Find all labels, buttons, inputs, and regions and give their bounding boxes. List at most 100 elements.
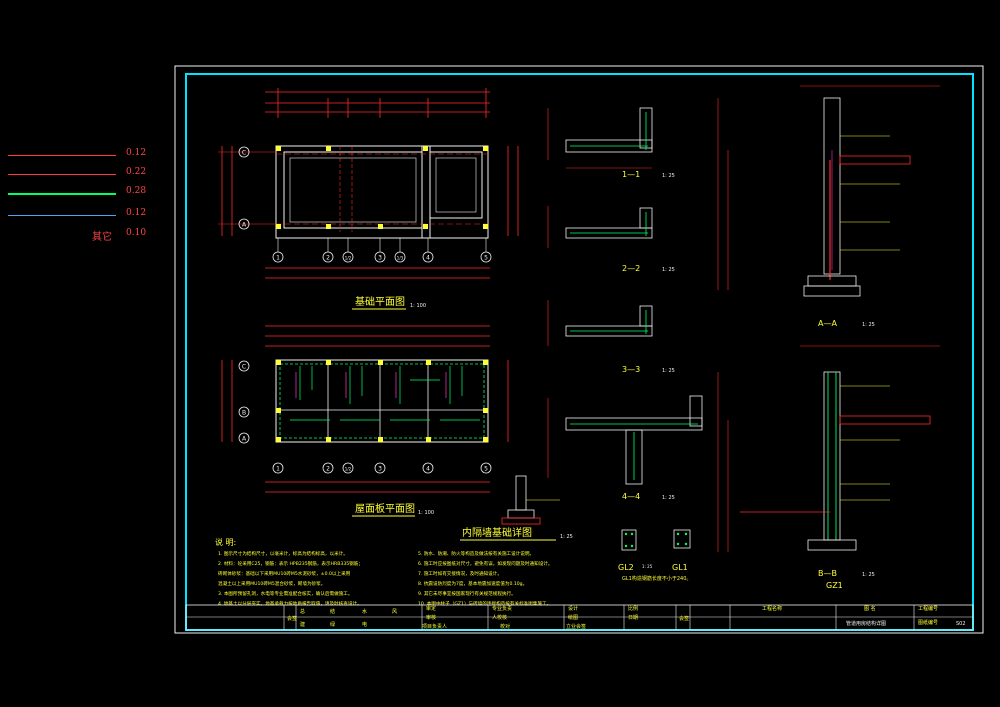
legend-value: 0.12 bbox=[126, 148, 147, 158]
column-label: GZ1 bbox=[826, 581, 843, 590]
legend-row: 0.12 bbox=[8, 208, 163, 222]
legend-row: 0.28 bbox=[8, 186, 163, 200]
legend-line bbox=[8, 155, 116, 156]
note-line: 8. 抗震设防烈度为7度，基本地震加速度值为0.10g。 bbox=[418, 580, 527, 587]
axis-label: 1/2 bbox=[345, 256, 352, 261]
notes-block: 说 明: 1. 图示尺寸为结构尺寸，以毫米计，标高为结构标高，以米计。 2. 材… bbox=[215, 537, 552, 607]
inner-wall-foundation-detail: 内隔墙基础详图 1: 25 bbox=[460, 475, 573, 541]
note-line: 2. 材料：砼采用C25，钢筋：表示 HPB235钢筋，表示HRB335钢筋； bbox=[218, 560, 363, 567]
axis-label: 2 bbox=[326, 466, 330, 473]
legend-line bbox=[8, 174, 116, 175]
tb-role: 人校核 bbox=[492, 614, 507, 621]
section-4: 4—4 1: 25 bbox=[547, 395, 703, 501]
axis-label: A bbox=[242, 436, 247, 443]
section-b-b: B—B 1: 25 GZ1 bbox=[717, 345, 940, 590]
legend-row: 0.22 bbox=[8, 167, 163, 181]
tb-drawing-name: 管道用房结构详图 bbox=[846, 620, 886, 627]
note-line: 3. 本图所预留孔洞，水电等专业需准配合核实，确认后需做施工。 bbox=[218, 590, 352, 597]
tb-role: 项目负责人 bbox=[422, 623, 447, 630]
section-label: A—A bbox=[818, 319, 837, 328]
tb-discipline: 水 bbox=[362, 608, 367, 615]
axis-label: 1/2 bbox=[345, 467, 352, 472]
axis-label: 5 bbox=[484, 466, 488, 473]
note-line: 4. 地基土以分层夯实，地基承载力按地质报告取值，请及时核查设计。 bbox=[218, 600, 362, 607]
section-a-a: A—A 1: 25 bbox=[717, 85, 940, 328]
legend-row: 0.12 bbox=[8, 148, 163, 162]
tb-role: 校对 bbox=[500, 623, 510, 630]
beam-label-gl1: GL1 bbox=[672, 563, 688, 572]
legend-value: 0.12 bbox=[126, 208, 147, 218]
tb-role: 审核 bbox=[426, 614, 436, 621]
notes-heading: 说 明: bbox=[215, 537, 236, 547]
roof-slab-plan: C B A 1 2 1/2 3 4 5 屋面板平面图 1: 100 bbox=[221, 325, 509, 517]
note-line: 10. 本图中柱子（GZ1）与砖墙的连接构造按有关标准图集施工。 bbox=[418, 600, 551, 607]
section-details: 1—1 1: 25 2—2 1: 25 3—3 1: 25 bbox=[547, 107, 703, 582]
section-label: 4—4 bbox=[622, 492, 640, 501]
axis-label: 1 bbox=[276, 255, 280, 262]
section-label: 1—1 bbox=[622, 170, 640, 179]
tb-role: 审定 bbox=[426, 605, 436, 612]
section-scale: 1: 25 bbox=[662, 267, 675, 273]
note-line: 7. 施工时如有交接情况，及时通知设计。 bbox=[418, 570, 502, 577]
inner-frame bbox=[185, 73, 974, 631]
tb-project-no-label: 工程编号 bbox=[918, 605, 938, 612]
plan-scale: 1: 100 bbox=[418, 510, 434, 516]
plan-scale: 1: 100 bbox=[410, 303, 426, 309]
section-scale: 1: 25 bbox=[662, 368, 675, 374]
tb-discipline: 总 bbox=[300, 608, 305, 615]
note-line: 1. 图示尺寸为结构尺寸，以毫米计，标高为结构标高，以米计。 bbox=[218, 550, 348, 557]
legend-line bbox=[8, 215, 116, 216]
axis-label: 2 bbox=[326, 255, 330, 262]
tb-project-label: 工程名称 bbox=[762, 605, 782, 612]
beam-note: GL1构造钢筋长度不小于240。 bbox=[622, 575, 691, 582]
section-label: 2—2 bbox=[622, 264, 640, 273]
section-3: 3—3 1: 25 bbox=[547, 300, 675, 374]
axis-label: 3 bbox=[378, 466, 382, 473]
section-label: 3—3 bbox=[622, 365, 640, 374]
tb-drawing-no: S02 bbox=[956, 621, 966, 627]
detail-title: 内隔墙基础详图 bbox=[462, 526, 532, 539]
axis-label: B bbox=[242, 410, 246, 417]
tb-role: 立业会签 bbox=[566, 623, 586, 630]
tb-role: 绘图 bbox=[568, 614, 578, 621]
legend-value: 0.28 bbox=[126, 186, 147, 196]
legend-value: 0.10 bbox=[126, 228, 147, 238]
tb-date-label: 日期 bbox=[628, 615, 638, 621]
section-2: 2—2 1: 25 bbox=[547, 206, 675, 273]
beam-label-gl2: GL2 bbox=[618, 563, 634, 572]
section-label: B—B bbox=[818, 569, 837, 578]
section-scale: 1: 25 bbox=[862, 322, 875, 328]
axis-label: 1/3 bbox=[397, 256, 404, 261]
tb-discipline: 风 bbox=[392, 609, 397, 615]
beam-details: GL2 GL1 1: 25 GL1构造钢筋长度不小于240。 bbox=[618, 529, 691, 582]
note-line: 砖砌体砂浆：基础以下采用MU10砖M5水泥砂浆，±0.0以上采用 bbox=[218, 570, 351, 577]
plan-title: 基础平面图 bbox=[355, 295, 405, 308]
tb-role: 专业负责 bbox=[492, 605, 512, 612]
tb-drawing-no-label: 图纸编号 bbox=[918, 619, 938, 626]
tb-scale-label: 比例 bbox=[628, 605, 638, 612]
section-scale: 1: 25 bbox=[662, 495, 675, 501]
axis-label: 4 bbox=[426, 466, 430, 473]
section-scale: 1: 25 bbox=[662, 173, 675, 179]
note-line: 6. 施工时应按图纸对尺寸，避免有误，如发现问题及时通知设计。 bbox=[418, 560, 552, 567]
tb-discipline: 建 bbox=[300, 621, 305, 628]
axis-label: 1 bbox=[276, 466, 280, 473]
detail-scale: 1: 25 bbox=[560, 534, 573, 540]
section-scale: 1: 25 bbox=[862, 572, 875, 578]
tb-hui-qian: 会签 bbox=[287, 615, 297, 622]
legend-line bbox=[8, 193, 116, 195]
tb-role: 设计 bbox=[568, 605, 578, 612]
plan-title: 屋面板平面图 bbox=[355, 502, 415, 515]
note-line: 9. 其它未尽事宜按国家现行有关规范规程执行。 bbox=[418, 590, 516, 597]
tb-hui: 会签 bbox=[679, 615, 689, 622]
note-line: 5. 防水、防潮、防火等构造及做法按有关施工设计说明。 bbox=[418, 550, 534, 557]
axis-label: A bbox=[242, 222, 247, 229]
outer-frame bbox=[174, 65, 984, 634]
tb-discipline: 结 bbox=[330, 608, 335, 615]
beam-scale: 1: 25 bbox=[642, 564, 653, 569]
legend-other-label: 其它 bbox=[92, 232, 112, 243]
axis-label: 3 bbox=[378, 255, 382, 262]
legend-row-other: 其它 0.10 bbox=[8, 228, 163, 243]
